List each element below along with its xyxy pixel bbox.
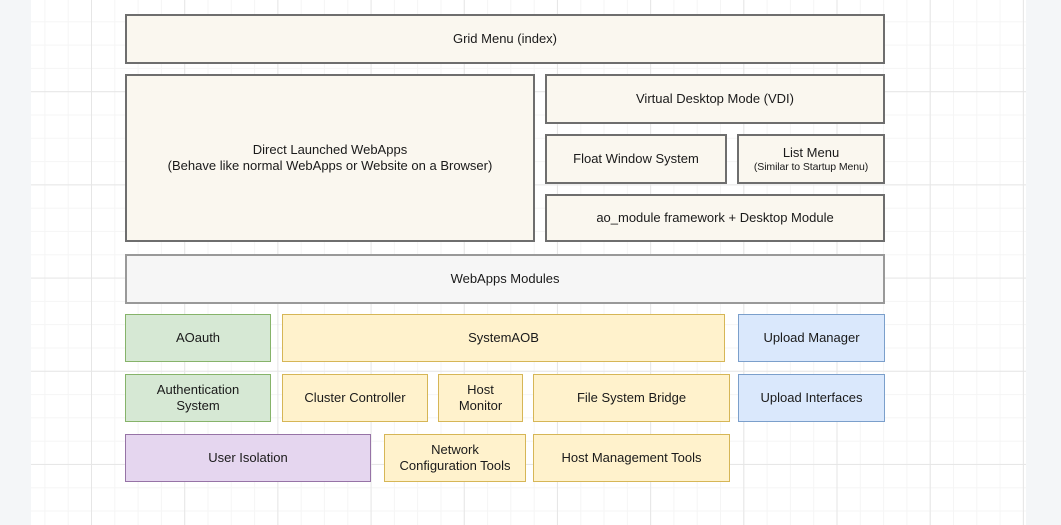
node-network-configuration-tools-label: Network [431, 442, 479, 458]
node-file-system-bridge[interactable]: File System Bridge [533, 374, 730, 422]
node-list-menu-sublabel: (Similar to Startup Menu) [754, 161, 868, 174]
node-file-system-bridge-label: File System Bridge [577, 390, 686, 406]
node-virtual-desktop-mode-label: Virtual Desktop Mode (VDI) [636, 91, 794, 107]
node-ao-module-framework[interactable]: ao_module framework + Desktop Module [545, 194, 885, 242]
node-direct-launched-webapps-label: Direct Launched WebApps [253, 142, 407, 158]
node-direct-launched-webapps[interactable]: Direct Launched WebApps (Behave like nor… [125, 74, 535, 242]
node-host-management-tools[interactable]: Host Management Tools [533, 434, 730, 482]
node-virtual-desktop-mode[interactable]: Virtual Desktop Mode (VDI) [545, 74, 885, 124]
node-authentication-system-label: Authentication [157, 382, 239, 398]
node-host-management-tools-label: Host Management Tools [562, 450, 702, 466]
node-ao-module-framework-label: ao_module framework + Desktop Module [596, 210, 833, 226]
node-list-menu-label: List Menu [783, 145, 839, 161]
node-user-isolation[interactable]: User Isolation [125, 434, 371, 482]
node-upload-manager-label: Upload Manager [763, 330, 859, 346]
node-system-aob-label: SystemAOB [468, 330, 539, 346]
node-upload-interfaces-label: Upload Interfaces [761, 390, 863, 406]
node-aoauth-label: AOauth [176, 330, 220, 346]
node-aoauth[interactable]: AOauth [125, 314, 271, 362]
node-float-window-system-label: Float Window System [573, 151, 699, 167]
node-network-configuration-tools-sublabel: Configuration Tools [399, 458, 510, 474]
node-authentication-system-sublabel: System [176, 398, 219, 414]
node-cluster-controller-label: Cluster Controller [304, 390, 405, 406]
node-upload-interfaces[interactable]: Upload Interfaces [738, 374, 885, 422]
node-grid-menu-label: Grid Menu (index) [453, 31, 557, 47]
node-webapps-modules[interactable]: WebApps Modules [125, 254, 885, 304]
node-host-monitor-label: Host [467, 382, 494, 398]
node-list-menu[interactable]: List Menu (Similar to Startup Menu) [737, 134, 885, 184]
node-upload-manager[interactable]: Upload Manager [738, 314, 885, 362]
node-network-configuration-tools[interactable]: Network Configuration Tools [384, 434, 526, 482]
node-system-aob[interactable]: SystemAOB [282, 314, 725, 362]
node-grid-menu[interactable]: Grid Menu (index) [125, 14, 885, 64]
node-float-window-system[interactable]: Float Window System [545, 134, 727, 184]
node-webapps-modules-label: WebApps Modules [451, 271, 560, 287]
node-cluster-controller[interactable]: Cluster Controller [282, 374, 428, 422]
diagram-canvas[interactable]: Grid Menu (index) Direct Launched WebApp… [31, 0, 1026, 525]
node-user-isolation-label: User Isolation [208, 450, 287, 466]
node-direct-launched-webapps-sublabel: (Behave like normal WebApps or Website o… [168, 158, 493, 174]
node-authentication-system[interactable]: Authentication System [125, 374, 271, 422]
node-host-monitor-sublabel: Monitor [459, 398, 502, 414]
node-host-monitor[interactable]: Host Monitor [438, 374, 523, 422]
